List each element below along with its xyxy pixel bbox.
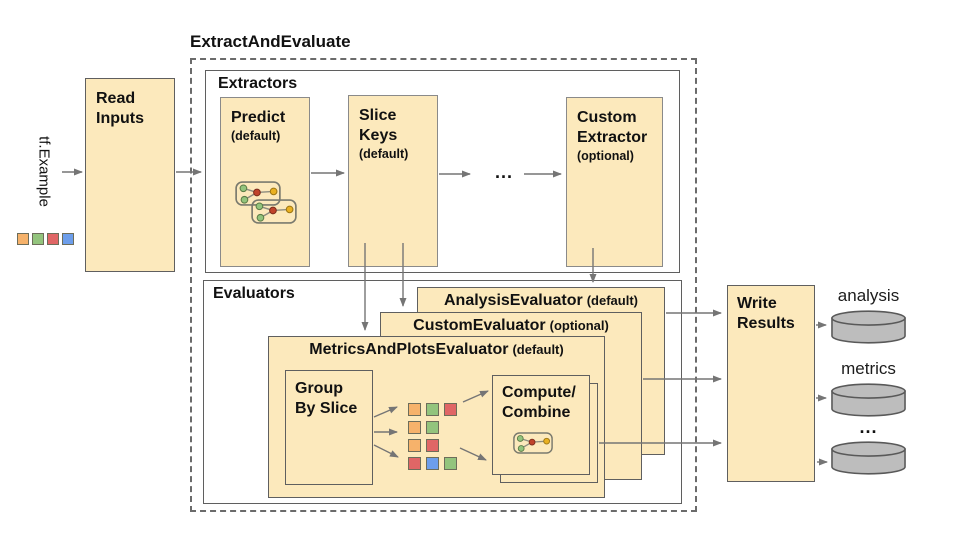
slice-keys-extractor-box: Slice Keys (default) [348, 95, 438, 267]
write-results-box: Write Results [727, 285, 815, 482]
extract-and-evaluate-container [190, 58, 697, 512]
slice-keys-label: Slice Keys (default) [359, 107, 409, 161]
orange-square [408, 421, 421, 434]
analysis-output-label: analysis [837, 286, 900, 305]
metrics-and-plots-evaluator-label: MetricsAndPlotsEvaluator(default) [309, 341, 564, 358]
extractors-label: Extractors [218, 75, 298, 92]
predict-label: Predict (default) [231, 109, 286, 143]
slice-squares-grid [408, 403, 462, 475]
blue-square [426, 457, 439, 470]
green-square [444, 457, 457, 470]
blue-square [62, 233, 74, 245]
network-icon [251, 199, 297, 224]
red-square [47, 233, 59, 245]
database-icon [830, 309, 907, 345]
metrics-output-label: metrics [841, 359, 896, 378]
green-square [426, 421, 439, 434]
group-by-slice-box: Group By Slice [285, 370, 373, 485]
red-square [408, 457, 421, 470]
compute-combine-label: Compute/ Combine [502, 384, 576, 421]
red-square [444, 403, 457, 416]
custom-extractor-label: Custom Extractor (optional) [577, 109, 648, 163]
green-square [426, 403, 439, 416]
green-square [32, 233, 44, 245]
orange-square [17, 233, 29, 245]
database-icon [830, 440, 907, 476]
diagram-title: ExtractAndEvaluate [190, 32, 351, 51]
extractors-ellipsis: ... [494, 162, 513, 182]
custom-extractor-box: Custom Extractor (optional) [566, 97, 663, 267]
write-results-label: Write Results [737, 295, 795, 332]
input-label: tf.Example [35, 136, 53, 207]
custom-evaluator-label: CustomEvaluator(optional) [413, 317, 609, 334]
outputs-ellipsis-label: ... [859, 417, 878, 437]
compute-combine-box: Compute/ Combine [492, 375, 590, 475]
network-icon [513, 432, 553, 454]
orange-square [408, 403, 421, 416]
input-squares [17, 233, 77, 250]
red-square [426, 439, 439, 452]
group-by-slice-label: Group By Slice [295, 380, 358, 417]
analysis-evaluator-label: AnalysisEvaluator(default) [443, 292, 638, 309]
orange-square [408, 439, 421, 452]
database-icon [830, 382, 907, 418]
read-inputs-box: Read Inputs [85, 78, 175, 272]
read-inputs-label: Read Inputs [96, 90, 144, 127]
predict-extractor-box: Predict (default) [220, 97, 310, 267]
evaluators-label: Evaluators [213, 285, 295, 302]
